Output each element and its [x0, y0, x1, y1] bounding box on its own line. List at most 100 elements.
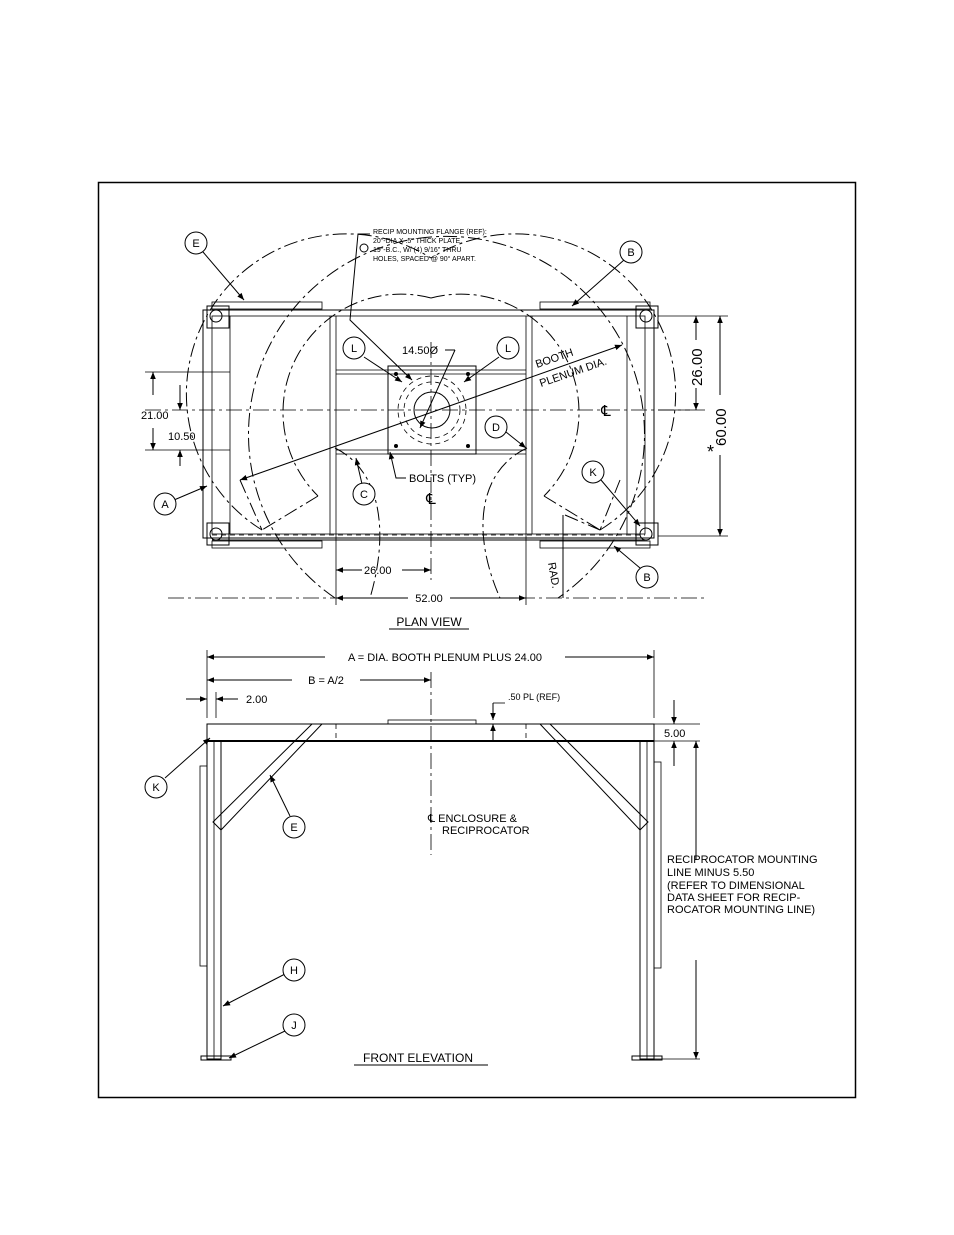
callout-k-plan-text: K: [589, 467, 597, 479]
corner-post-br-hole: [639, 527, 653, 541]
dim-10-50: 10.50: [168, 431, 196, 443]
callout-j-text: J: [291, 1020, 297, 1032]
plan-view: BOOTH PLENUM DIA. 14.50Ø RECIP MOUNTING …: [141, 229, 730, 630]
dim-60-00: 60.00: [713, 408, 730, 446]
top-beam: [206, 723, 655, 742]
recip-note-3: (REFER TO DIMENSIONAL: [667, 880, 805, 892]
callout-a-text: A: [161, 499, 169, 511]
callout-h-leader: [222, 973, 286, 1007]
base-plate-right: [631, 1055, 663, 1061]
dim-2-00: 2.00: [246, 694, 267, 706]
recip-note-1: RECIPROCATOR MOUNTING: [667, 854, 818, 866]
callout-h: [282, 958, 306, 982]
side-panel-left: [199, 765, 208, 967]
callout-l-right-text: L: [505, 343, 511, 355]
flange-note-1: RECIP MOUNTING FLANGE (REF):: [373, 229, 487, 236]
callout-b-top-leader: [571, 259, 625, 307]
callout-l-left-leader: [363, 356, 403, 383]
flange-note-3: 19"-B.C., W/ (4) 9/16" THRU: [373, 247, 461, 254]
callout-j: [282, 1013, 306, 1037]
dim-a-label: A = DIA. BOOTH PLENUM PLUS 24.00: [348, 652, 542, 664]
flange-note-4: HOLES, SPACED @ 90° APART.: [373, 255, 476, 263]
corner-post-tl: [206, 305, 230, 329]
elev-cl-note-1: ℄ ENCLOSURE &: [427, 813, 518, 825]
callout-j-leader: [228, 1030, 286, 1059]
booth-plenum-ends: [239, 479, 621, 531]
front-elevation-title: FRONT ELEVATION: [363, 1051, 473, 1065]
recip-note-2: LINE MINUS 5.50: [667, 867, 754, 879]
dim-b-label: B = A/2: [308, 675, 344, 687]
recip-note-4: DATA SHEET FOR RECIP-: [667, 892, 801, 904]
base-plate-left: [200, 1055, 232, 1061]
callout-b-top: [619, 240, 643, 264]
dim-60-asterisk: *: [707, 442, 714, 462]
plan-view-title: PLAN VIEW: [396, 615, 462, 629]
dim-5-00: 5.00: [664, 728, 685, 740]
corner-post-tr: [635, 305, 659, 329]
flange-plate-elev: [387, 719, 477, 725]
brace-right: [538, 723, 649, 831]
callout-c: [352, 482, 376, 506]
bolts-typ-leader: [388, 451, 406, 479]
corner-post-bl-hole: [209, 527, 223, 541]
callout-a-leader: [173, 485, 208, 501]
centerline-symbol-bottom: ℄: [425, 491, 436, 508]
corner-post-br: [635, 522, 659, 546]
side-panel-right: [653, 761, 662, 969]
callout-b-bottom-leader: [613, 545, 641, 569]
callout-b-bottom-text: B: [643, 572, 650, 584]
callout-e-plan-text: E: [192, 238, 199, 250]
plan-frame-inner: [211, 315, 646, 535]
corner-post-tl-hole: [209, 309, 223, 323]
booth-plenum-arc-outer: [248, 235, 645, 599]
flange-note-leader: [349, 233, 413, 381]
booth-dia-leader: [239, 344, 623, 481]
callout-e-leader: [202, 251, 245, 301]
plan-frame-outer: [202, 309, 655, 539]
recip-note-5: ROCATOR MOUNTING LINE): [667, 904, 815, 916]
callout-d-leader: [505, 431, 527, 449]
callout-d-text: D: [492, 422, 500, 434]
flange-note-symbol: [359, 243, 369, 253]
front-elevation: A = DIA. BOOTH PLENUM PLUS 24.00 B = A/2…: [144, 650, 818, 1066]
inner-recip-arcs: [334, 447, 528, 599]
corner-post-tr-hole: [639, 309, 653, 323]
bolt-bl: [394, 444, 398, 448]
corner-post-bl: [206, 522, 230, 546]
callout-k-plan-leader: [600, 479, 641, 527]
rad-label: RAD.: [545, 561, 561, 589]
dim-26-00-right: 26.00: [689, 348, 706, 386]
callout-d: [484, 415, 508, 439]
callout-l-right: [496, 336, 520, 360]
callout-c-leader: [354, 457, 363, 485]
brace-left: [212, 723, 324, 831]
recip-note: RECIPROCATOR MOUNTING LINE MINUS 5.50 (R…: [667, 854, 818, 916]
callout-k-elev-text: K: [152, 782, 160, 794]
dim-52-mask: [408, 590, 450, 604]
flange-note-2: 20"-DIA X .5" THICK PLATE.: [373, 238, 462, 245]
callout-c-text: C: [360, 489, 368, 501]
callout-a: [153, 492, 177, 516]
callout-k-plan: [581, 460, 605, 484]
dim-26-00-bottom: 26.00: [364, 565, 392, 577]
bottom-brace-right: [539, 540, 651, 549]
callout-k-elev: [144, 775, 168, 799]
callout-l-left: [342, 336, 366, 360]
callout-e-plan: [184, 231, 208, 255]
bolts-typ-label: BOLTS (TYP): [409, 473, 476, 485]
callout-b-bottom: [635, 565, 659, 589]
dim-pl-label: .50 PL (REF): [508, 692, 560, 702]
callout-k-elev-leader: [164, 737, 211, 779]
dim-14-50-leader: [419, 349, 456, 429]
bolt-br: [466, 444, 470, 448]
bolt-tr: [466, 372, 470, 376]
drawing-border: [97, 181, 857, 1099]
callout-l-right-leader: [463, 356, 500, 383]
callout-e-elev-text: E: [290, 822, 297, 834]
flange-note: RECIP MOUNTING FLANGE (REF): 20"-DIA X .…: [349, 229, 487, 381]
callout-b-top-text: B: [627, 247, 634, 259]
callout-h-text: H: [290, 965, 298, 977]
centerline-symbol-right: ℄: [600, 403, 611, 420]
dim-52-00: 52.00: [415, 593, 443, 605]
